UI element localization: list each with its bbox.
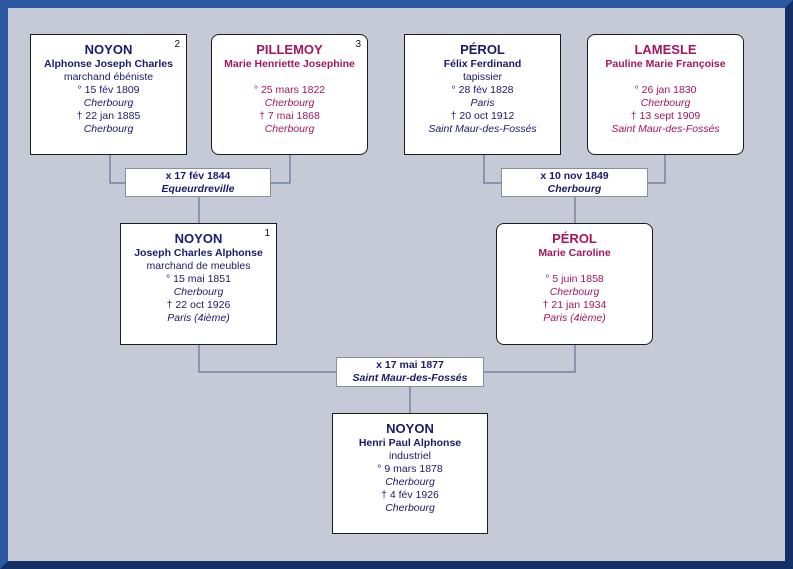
sosa-number: 3: [355, 39, 361, 50]
person-card-lamesle-pauline[interactable]: LAMESLE Pauline Marie Françoise ° 26 jan…: [587, 34, 744, 155]
surname: PÉROL: [460, 42, 505, 57]
surname: NOYON: [386, 421, 434, 436]
sosa-number: 2: [174, 39, 180, 50]
death-place: Cherbourg: [83, 123, 134, 135]
sosa-number: 1: [264, 228, 270, 239]
death-date: † 21 jan 1934: [542, 299, 607, 311]
birth-place: Cherbourg: [385, 476, 435, 488]
surname: PILLEMOY: [256, 42, 323, 57]
death-place: Paris (4ième): [543, 312, 606, 324]
death-date: † 22 jan 1885: [76, 110, 141, 122]
given-names: Henri Paul Alphonse: [358, 437, 462, 449]
occupation-blank: [497, 260, 652, 273]
given-names: Marie Caroline: [538, 247, 611, 259]
birth-date: ° 15 mai 1851: [166, 273, 231, 285]
person-card-perol-felix[interactable]: PÉROL Félix Ferdinand tapissier ° 28 fév…: [404, 34, 561, 155]
birth-date: ° 28 fév 1828: [451, 84, 514, 96]
connector-line: [198, 344, 336, 373]
death-place: Cherbourg: [264, 123, 315, 135]
person-card-pillemoy-marie[interactable]: 3 PILLEMOY Marie Henriette Josephine ° 2…: [211, 34, 368, 155]
occupation: marchand de meubles: [146, 260, 251, 272]
marriage-box-1877[interactable]: x 17 mai 1877 Saint Maur-des-Fossés: [336, 357, 484, 387]
surname: LAMESLE: [634, 42, 697, 57]
surname: NOYON: [84, 42, 133, 57]
marriage-place: Equeurdreville: [161, 183, 235, 195]
connector-line: [483, 154, 501, 184]
occupation: marchand ébéniste: [63, 71, 154, 83]
death-date: † 22 oct 1926: [166, 299, 231, 311]
death-date: † 20 oct 1912: [450, 110, 515, 122]
marriage-box-1849[interactable]: x 10 nov 1849 Cherbourg: [501, 168, 648, 197]
birth-place: Cherbourg: [173, 286, 224, 298]
given-names: Pauline Marie Françoise: [605, 58, 726, 70]
death-place: Saint Maur-des-Fossés: [611, 123, 720, 135]
surname: PÉROL: [552, 231, 597, 246]
connector-line: [648, 154, 666, 184]
birth-place: Paris: [470, 97, 495, 109]
person-card-noyon-alphonse[interactable]: 2 NOYON Alphonse Joseph Charles marchand…: [30, 34, 187, 155]
given-names: Joseph Charles Alphonse: [134, 247, 263, 259]
birth-place: Cherbourg: [640, 97, 691, 109]
birth-place: Cherbourg: [264, 97, 315, 109]
occupation: tapissier: [462, 71, 503, 83]
marriage-date: x 17 mai 1877: [376, 359, 444, 371]
death-place: Cherbourg: [385, 502, 435, 514]
birth-place: Cherbourg: [549, 286, 600, 298]
birth-date: ° 26 jan 1830: [634, 84, 697, 96]
given-names: Alphonse Joseph Charles: [44, 58, 173, 70]
birth-date: ° 9 mars 1878: [377, 463, 443, 475]
occupation-blank: [588, 71, 743, 84]
death-place: Paris (4ième): [167, 312, 230, 324]
birth-date: ° 25 mars 1822: [253, 84, 326, 96]
person-card-noyon-henri[interactable]: NOYON Henri Paul Alphonse industriel ° 9…: [332, 413, 488, 534]
death-date: † 4 fév 1926: [381, 489, 439, 501]
marriage-date: x 17 fév 1844: [165, 170, 231, 182]
occupation-blank: [212, 71, 367, 84]
surname: NOYON: [174, 231, 223, 246]
person-card-noyon-joseph[interactable]: 1 NOYON Joseph Charles Alphonse marchand…: [120, 223, 277, 345]
connector-line: [109, 154, 125, 184]
given-names: Marie Henriette Josephine: [224, 58, 355, 70]
given-names: Félix Ferdinand: [443, 58, 522, 70]
person-card-perol-marie[interactable]: PÉROL Marie Caroline ° 5 juin 1858 Cherb…: [496, 223, 653, 345]
birth-date: ° 15 fév 1809: [77, 84, 140, 96]
marriage-place: Saint Maur-des-Fossés: [352, 372, 468, 384]
death-date: † 7 mai 1868: [259, 110, 320, 122]
birth-date: ° 5 juin 1858: [545, 273, 604, 285]
death-date: † 13 sept 1909: [630, 110, 701, 122]
connector-line: [270, 154, 291, 184]
occupation: industriel: [388, 450, 432, 462]
connector-line: [484, 344, 576, 373]
marriage-box-1844[interactable]: x 17 fév 1844 Equeurdreville: [125, 168, 271, 197]
marriage-place: Cherbourg: [547, 183, 602, 195]
marriage-date: x 10 nov 1849: [540, 170, 609, 182]
birth-place: Cherbourg: [83, 97, 134, 109]
death-place: Saint Maur-des-Fossés: [428, 123, 537, 135]
